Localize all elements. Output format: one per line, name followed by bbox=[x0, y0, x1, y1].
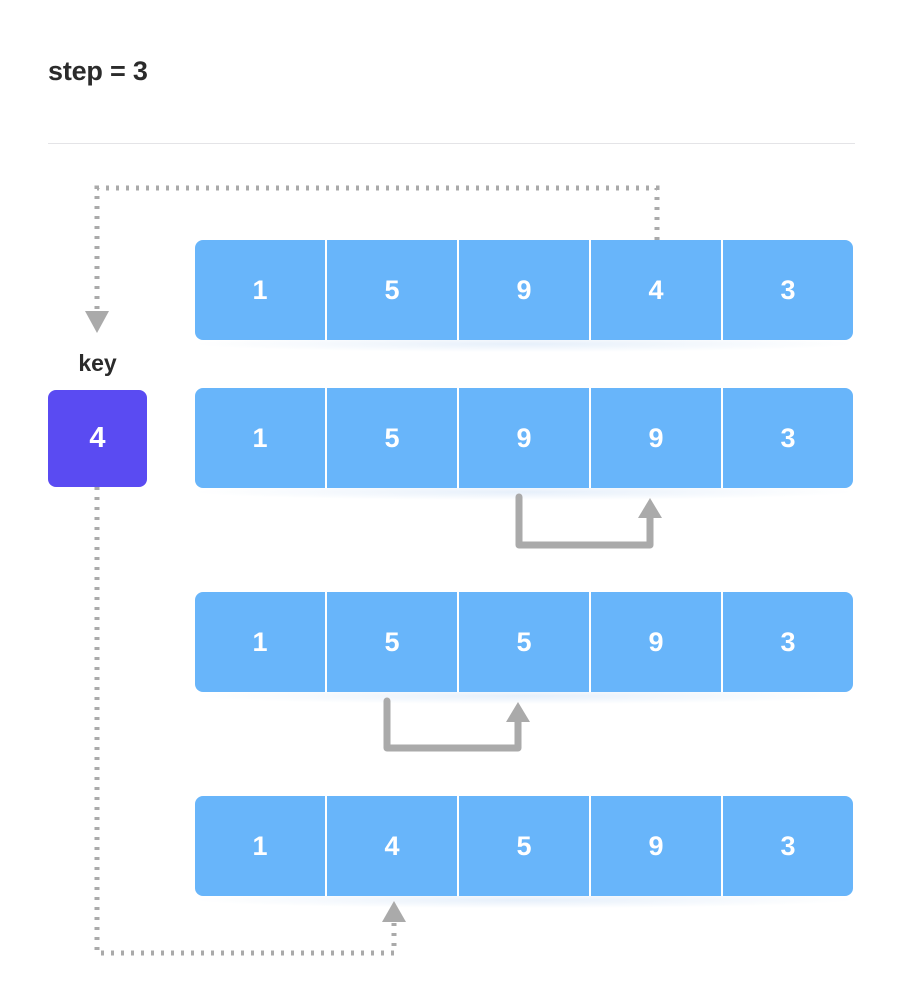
key-extract-arrowhead-icon bbox=[85, 311, 109, 333]
shift-arrow-2-path bbox=[383, 697, 522, 752]
array-cell: 5 bbox=[327, 388, 459, 488]
array-cell: 9 bbox=[591, 796, 723, 896]
array-cell: 9 bbox=[459, 388, 591, 488]
array-cell: 5 bbox=[459, 592, 591, 692]
array-cell: 1 bbox=[195, 592, 327, 692]
shift-arrow-2-arrowhead-icon bbox=[506, 702, 530, 722]
array-cell: 5 bbox=[327, 592, 459, 692]
array-cell: 1 bbox=[195, 388, 327, 488]
header-divider bbox=[48, 143, 855, 144]
array-cell: 3 bbox=[723, 592, 853, 692]
array-cell: 9 bbox=[591, 592, 723, 692]
key-label: key bbox=[78, 350, 117, 376]
array-cell: 4 bbox=[591, 240, 723, 340]
array-cell: 9 bbox=[459, 240, 591, 340]
array-cell: 3 bbox=[723, 796, 853, 896]
row-shadow bbox=[199, 336, 849, 352]
array-cell: 1 bbox=[195, 796, 327, 896]
shift-arrow-1-path bbox=[515, 493, 654, 549]
array-cell: 5 bbox=[327, 240, 459, 340]
array-cell: 3 bbox=[723, 240, 853, 340]
array-cell: 1 bbox=[195, 240, 327, 340]
array-cell: 9 bbox=[591, 388, 723, 488]
array-cell: 5 bbox=[459, 796, 591, 896]
key-value-box: 4 bbox=[48, 390, 147, 487]
shift-arrow-1-arrowhead-icon bbox=[638, 498, 662, 518]
array-cell: 4 bbox=[327, 796, 459, 896]
array-cell: 3 bbox=[723, 388, 853, 488]
page-title: step = 3 bbox=[48, 56, 148, 86]
